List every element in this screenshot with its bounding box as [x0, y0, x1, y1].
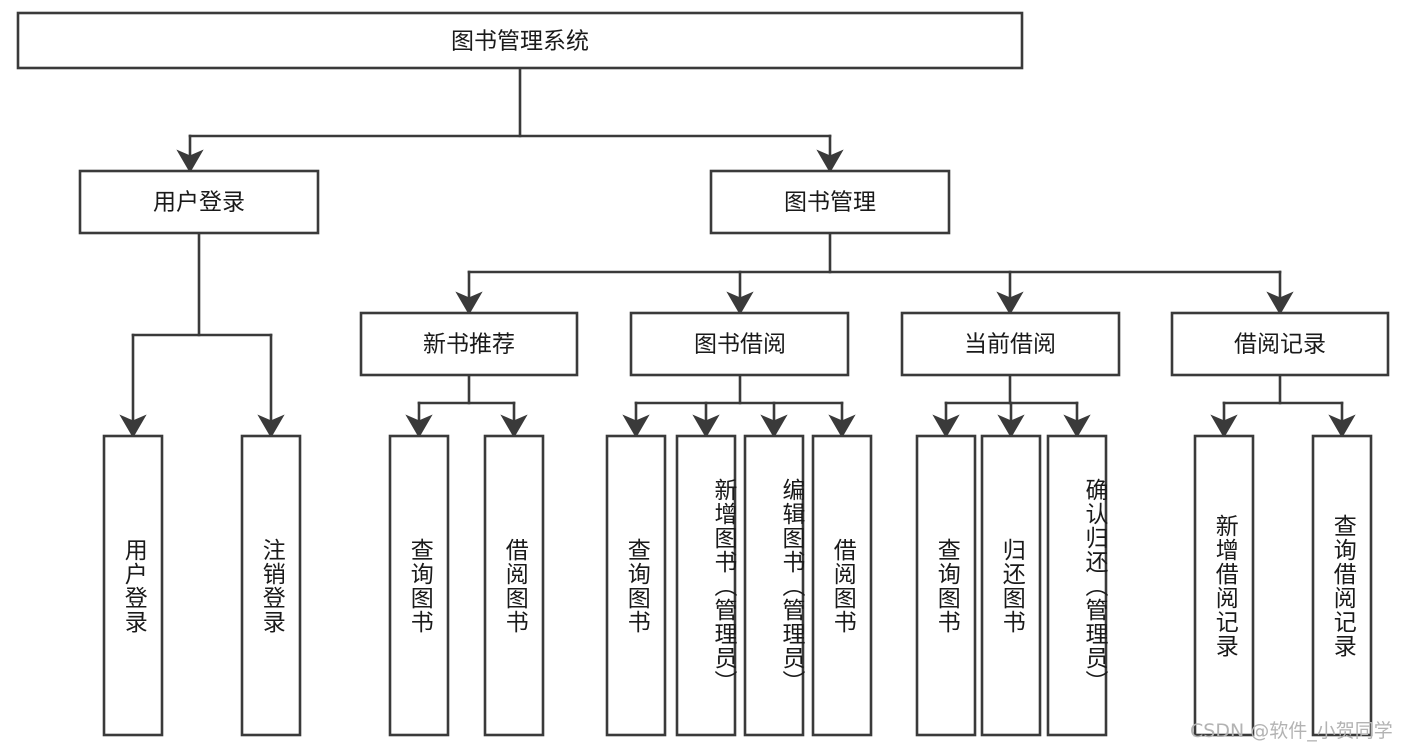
- node-new-book-recommend[interactable]: 新书推荐: [359, 311, 579, 377]
- node-leaf-query-book-1[interactable]: [388, 434, 450, 737]
- node-user-login[interactable]: 用户登录: [78, 169, 320, 235]
- node-leaf-add-book[interactable]: [675, 434, 737, 737]
- connector-bookmanagement-to-level2: [455, 231, 1294, 315]
- connector-currentborrow-to-leaves: [932, 373, 1091, 438]
- node-current-borrow-label: 当前借阅: [964, 332, 1056, 358]
- node-borrow-record-label: 借阅记录: [1234, 332, 1326, 358]
- node-leaf-query-record[interactable]: [1311, 434, 1373, 737]
- node-leaf-borrow-book-1[interactable]: [483, 434, 545, 737]
- connector-root-to-level1: [176, 66, 844, 173]
- node-book-borrow-label: 图书借阅: [694, 332, 786, 358]
- connector-borrowrecord-to-leaves: [1210, 373, 1356, 438]
- node-leaf-edit-book[interactable]: [743, 434, 805, 737]
- connector-newbook-to-leaves: [405, 373, 528, 438]
- connector-bookborrow-to-leaves: [622, 373, 856, 438]
- node-book-borrow[interactable]: 图书借阅: [629, 311, 850, 377]
- node-root[interactable]: 图书管理系统: [16, 11, 1024, 70]
- node-new-book-recommend-label: 新书推荐: [423, 332, 515, 358]
- node-current-borrow[interactable]: 当前借阅: [900, 311, 1121, 377]
- node-leaf-logout-login[interactable]: [240, 434, 302, 737]
- node-leaf-borrow-book-2[interactable]: [811, 434, 873, 737]
- node-root-label: 图书管理系统: [451, 29, 589, 55]
- node-leaf-query-book-2[interactable]: [605, 434, 667, 737]
- watermark-text: CSDN @软件_小贺同学: [1190, 720, 1393, 742]
- node-leaf-query-book-3[interactable]: [915, 434, 977, 737]
- connector-userlogin-to-leaves: [119, 231, 285, 438]
- node-book-management[interactable]: 图书管理: [709, 169, 951, 235]
- node-leaf-return-book[interactable]: [980, 434, 1042, 737]
- node-borrow-record[interactable]: 借阅记录: [1170, 311, 1390, 377]
- node-leaf-add-record[interactable]: [1193, 434, 1255, 737]
- node-leaf-user-login[interactable]: [102, 434, 164, 737]
- node-book-management-label: 图书管理: [784, 190, 876, 216]
- node-user-login-label: 用户登录: [153, 190, 245, 216]
- node-leaf-confirm-return[interactable]: [1046, 434, 1108, 737]
